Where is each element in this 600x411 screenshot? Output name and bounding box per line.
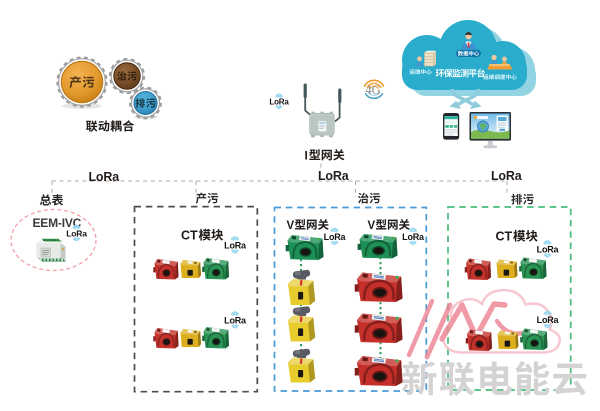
svg-text:LoRa: LoRa [66, 229, 87, 239]
svg-text:LoRa: LoRa [324, 232, 347, 242]
svg-text:LoRa: LoRa [537, 245, 560, 255]
svg-text:EEM-IVC: EEM-IVC [33, 216, 82, 230]
svg-text:V: V [368, 220, 376, 232]
svg-text:LoRa: LoRa [224, 241, 247, 251]
svg-text:4G: 4G [365, 83, 380, 97]
svg-text:V: V [287, 220, 295, 232]
svg-text:LoRa: LoRa [318, 169, 350, 183]
svg-text:LoRa: LoRa [224, 316, 247, 326]
svg-text:LoRa: LoRa [491, 169, 523, 183]
svg-text:LoRa: LoRa [537, 315, 560, 325]
svg-text:LoRa: LoRa [402, 232, 425, 242]
svg-text:CT: CT [496, 230, 513, 244]
svg-text:CT: CT [181, 229, 198, 243]
svg-text:I: I [305, 148, 308, 162]
svg-text:LoRa: LoRa [89, 170, 121, 184]
svg-text:LoRa: LoRa [269, 98, 289, 107]
